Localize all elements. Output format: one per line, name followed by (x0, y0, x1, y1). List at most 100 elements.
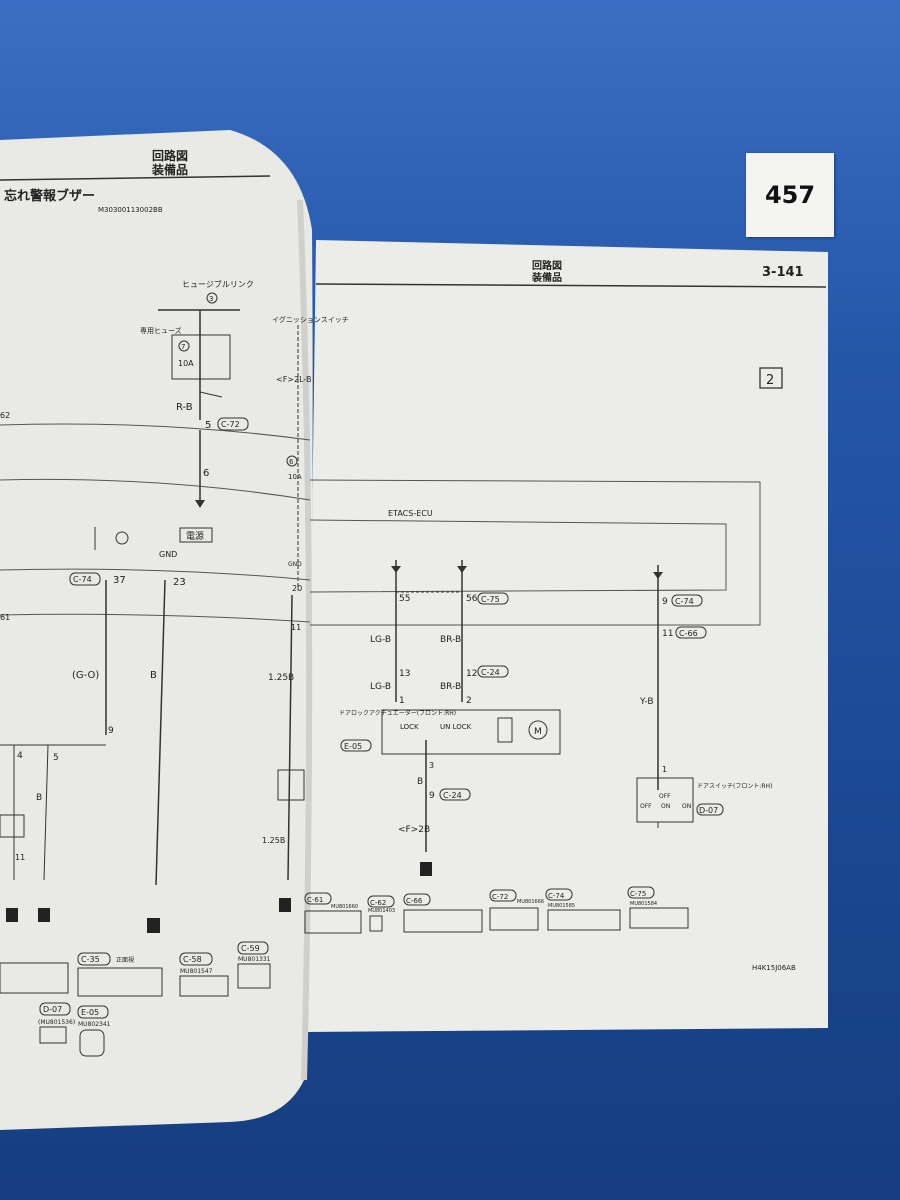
switch-off-top: OFF (659, 793, 671, 800)
ecu-outer-frame (309, 479, 761, 626)
ground-5-right-box (420, 862, 432, 876)
section-box-num: 2 (766, 373, 774, 388)
frame-line-2 (0, 478, 311, 501)
fuse6-circle (286, 455, 298, 467)
conn-c59-frame (237, 941, 269, 955)
diode-icon (195, 500, 205, 508)
wire-b: B (150, 670, 157, 681)
wire-go: (G-O) (72, 670, 99, 681)
left-header-rule (0, 175, 271, 181)
left-header-1: 回路図 (152, 148, 188, 163)
wire-lgb: LG-B (370, 635, 391, 645)
legend-c61-body (304, 910, 362, 934)
pin-11-right: 11 (662, 629, 673, 639)
ground-5-box (38, 908, 50, 922)
conn-e05-left-code: MU802341 (78, 1021, 111, 1028)
conn-d07-left-frame (39, 1002, 71, 1016)
legend-c62-code: MU801403 (368, 908, 395, 914)
legend-c72-frame (489, 889, 517, 902)
conn-62: 62 (0, 411, 10, 420)
fusible-link-circle (206, 292, 218, 304)
conn-c66-frame (675, 626, 707, 639)
legend-c74: C-74 (548, 892, 565, 900)
pin-6: 6 (203, 468, 209, 479)
conn-c59-code: MU801331 (238, 956, 271, 963)
conn-c66: C-66 (679, 629, 698, 638)
motor-letter: M (534, 727, 542, 737)
gnd-label-2: GND (288, 561, 302, 568)
ground-3-c: 3 (281, 900, 289, 913)
ground-3-b: 3 (149, 921, 157, 934)
ground-5-right: 5 (422, 864, 430, 877)
legend-c72-body (489, 907, 539, 931)
conn-c35-sub: 正面視 (116, 956, 134, 964)
left-doc-code: M30300113002BB (98, 206, 163, 214)
conn-d07-right-frame (696, 803, 724, 816)
diode-9-icon (653, 572, 663, 579)
conn-e05-left: E-05 (81, 1008, 99, 1017)
conn-61: 61 (0, 613, 10, 622)
legend-c62-body (369, 915, 383, 932)
actuator-label: ドアロックアクチュエーター(フロント:RH) (339, 709, 456, 717)
pin-11-left: 11 (15, 853, 25, 862)
switch-on-2: ON (682, 803, 691, 810)
fusible-link-label: ヒュージブルリンク (182, 279, 254, 289)
wire-brb-2: BR-B (440, 682, 461, 692)
legend-c74-body (547, 909, 621, 931)
listing-tag: 457 (746, 153, 834, 237)
conn-e05-right: E-05 (344, 742, 362, 751)
power-label: 電源 (186, 531, 204, 542)
wire-f2lb: <F>2L-B (276, 375, 312, 384)
door-switch-label: ドアスイッチ(フロント:RH) (697, 783, 772, 790)
conn-c59-body (237, 963, 271, 989)
wire-brb: BR-B (440, 635, 461, 645)
fuse-rating: 10A (178, 359, 194, 368)
conn-c35-frame (77, 952, 111, 966)
figure-code: H4K15J06AB (752, 964, 796, 972)
conn-e05-left-frame (77, 1005, 109, 1019)
conn-c74-right: C-74 (675, 597, 694, 606)
frame-line-3 (0, 568, 311, 581)
right-header-1: 回路図 (532, 259, 562, 272)
legend-c62-frame (367, 895, 395, 908)
left-component-box (0, 814, 25, 838)
ground-3-b-box (147, 918, 160, 933)
conn-c24-bottom-frame (439, 788, 471, 801)
door-switch-box (636, 777, 694, 823)
pin-56: 56 (466, 594, 478, 604)
conn-c58: C-58 (183, 955, 202, 964)
pin-20: 20 (292, 584, 302, 593)
buzzer-icon (115, 531, 129, 545)
pin-9-right: 9 (429, 791, 435, 801)
lock-label: LOCK (400, 723, 419, 731)
conn-c59: C-59 (241, 944, 260, 953)
fuse6-num: 6 (289, 458, 294, 466)
pin-11: 11 (291, 623, 301, 632)
legend-c75-body (629, 907, 689, 929)
fuse-circle (178, 340, 190, 352)
diode-55-icon (391, 566, 401, 573)
conn-d07-left: D-07 (43, 1005, 62, 1014)
legend-c61-code: MU801660 (331, 904, 358, 910)
legend-c72: C-72 (492, 893, 508, 901)
diode-56-icon (457, 566, 467, 573)
ground-3-a-box (6, 908, 18, 922)
wire-125b: 1.25B (268, 673, 294, 683)
wire-125b-line (287, 594, 293, 881)
ecu-label: ETACS-ECU (388, 509, 433, 518)
power-arrow (199, 391, 223, 398)
wire-125b-2: 1.25B (262, 836, 285, 845)
conn-c58-body (179, 975, 229, 997)
conn-c75-top: C-75 (481, 595, 500, 604)
conn-c74-left-frame (69, 572, 101, 586)
pin-1-switch: 1 (662, 765, 667, 774)
actuator-box (381, 709, 561, 755)
pin-4: 4 (17, 751, 23, 761)
pin-37: 37 (113, 575, 126, 586)
conn-d07-left-code: (MU801536) (38, 1019, 75, 1026)
pin-1: 1 (399, 696, 405, 706)
gnd-label: GND (159, 550, 177, 559)
section-box (759, 367, 783, 389)
wire-5-line (43, 744, 49, 881)
conn-c72-frame (217, 417, 249, 431)
